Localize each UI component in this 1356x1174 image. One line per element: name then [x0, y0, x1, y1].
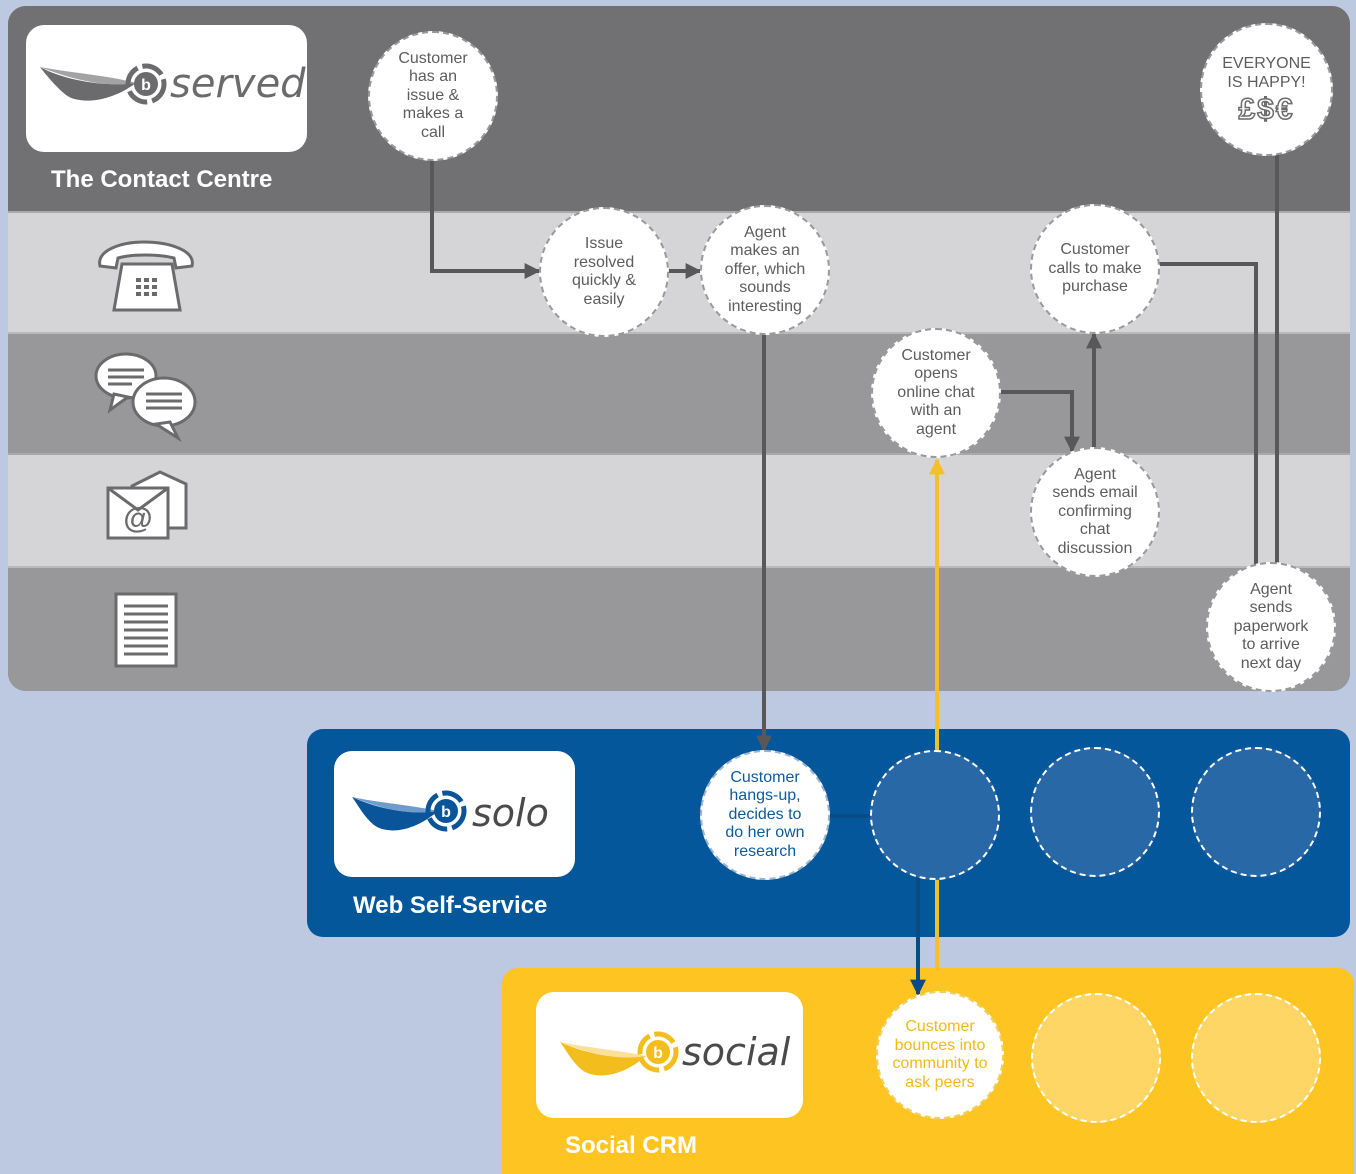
empty-step-web-1 — [870, 750, 1000, 880]
served-wordmark: served — [170, 61, 306, 107]
node-online-chat: Customer opens online chat with an agent — [871, 328, 1001, 458]
chat-lane — [8, 332, 1350, 454]
svg-text:b: b — [141, 77, 151, 94]
empty-step-social-1 — [1031, 993, 1161, 1123]
node-customer-calls-purchase: Customer calls to make purchase — [1030, 204, 1160, 334]
web-self-service-title: Web Self-Service — [353, 892, 548, 919]
post-lane — [8, 566, 1350, 691]
phone-icon — [98, 240, 194, 312]
document-icon — [114, 592, 178, 668]
contact-centre-title: The Contact Centre — [51, 166, 273, 193]
contact-centre-panel — [8, 6, 1350, 691]
svg-text:@: @ — [123, 502, 152, 535]
node-agent-offer: Agent makes an offer, which sounds inter… — [700, 205, 830, 335]
chat-bubbles-icon — [94, 352, 197, 442]
solo-wordmark: solo — [472, 791, 549, 835]
svg-text:b: b — [441, 804, 451, 821]
node-customer-hangs-up: Customer hangs-up, decides to do her own… — [700, 750, 830, 880]
node-customer-community: Customer bounces into community to ask p… — [876, 991, 1004, 1119]
currency-symbols: £$€ — [1238, 92, 1295, 127]
node-issue-resolved: Issue resolved quickly & easily — [539, 207, 669, 337]
empty-step-social-2 — [1191, 993, 1321, 1123]
email-icon: @ — [106, 470, 188, 540]
social-wordmark: social — [682, 1030, 791, 1074]
swoosh-icon: b — [560, 1031, 679, 1076]
node-agent-email: Agent sends email confirming chat discus… — [1030, 447, 1160, 577]
node-customer-call: Customer has an issue & makes a call — [368, 31, 498, 161]
empty-step-web-2 — [1030, 747, 1160, 877]
svg-text:b: b — [653, 1045, 663, 1062]
empty-step-web-3 — [1191, 747, 1321, 877]
social-logo: b social — [536, 992, 803, 1118]
served-logo: b served — [26, 25, 307, 152]
everyone-happy-text: EVERYONE IS HAPPY! — [1222, 55, 1311, 91]
swoosh-icon: b — [352, 790, 467, 832]
swoosh-icon: b — [40, 63, 167, 105]
node-agent-paperwork: Agent sends paperwork to arrive next day — [1206, 562, 1336, 692]
solo-logo: b solo — [334, 751, 575, 877]
social-crm-title: Social CRM — [565, 1132, 698, 1159]
node-everyone-happy: EVERYONE IS HAPPY! £$€ — [1200, 23, 1333, 156]
